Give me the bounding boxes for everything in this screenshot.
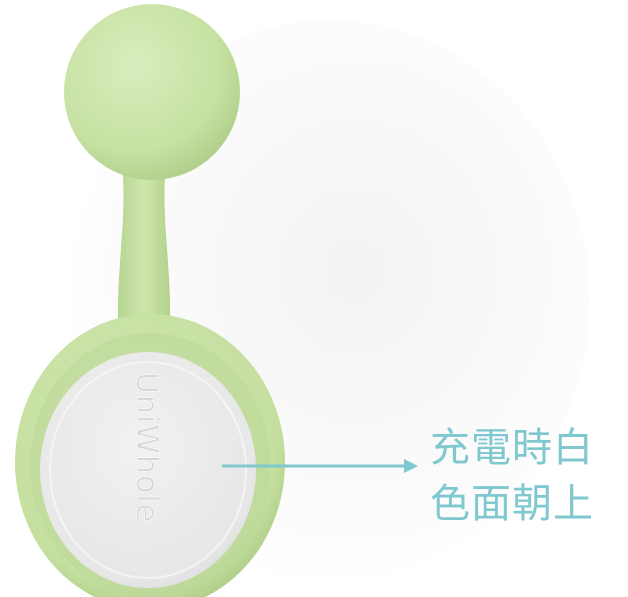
brand-emboss: UniWhole: [129, 372, 164, 523]
charging-face: [40, 352, 256, 588]
arrow-right-icon: [404, 459, 418, 473]
charging-annotation: 充電時白 色面朝上: [430, 420, 628, 532]
annotation-line-2: 色面朝上: [430, 481, 594, 527]
annotation-line-1: 充電時白: [430, 425, 594, 471]
top-ball: [64, 4, 240, 180]
